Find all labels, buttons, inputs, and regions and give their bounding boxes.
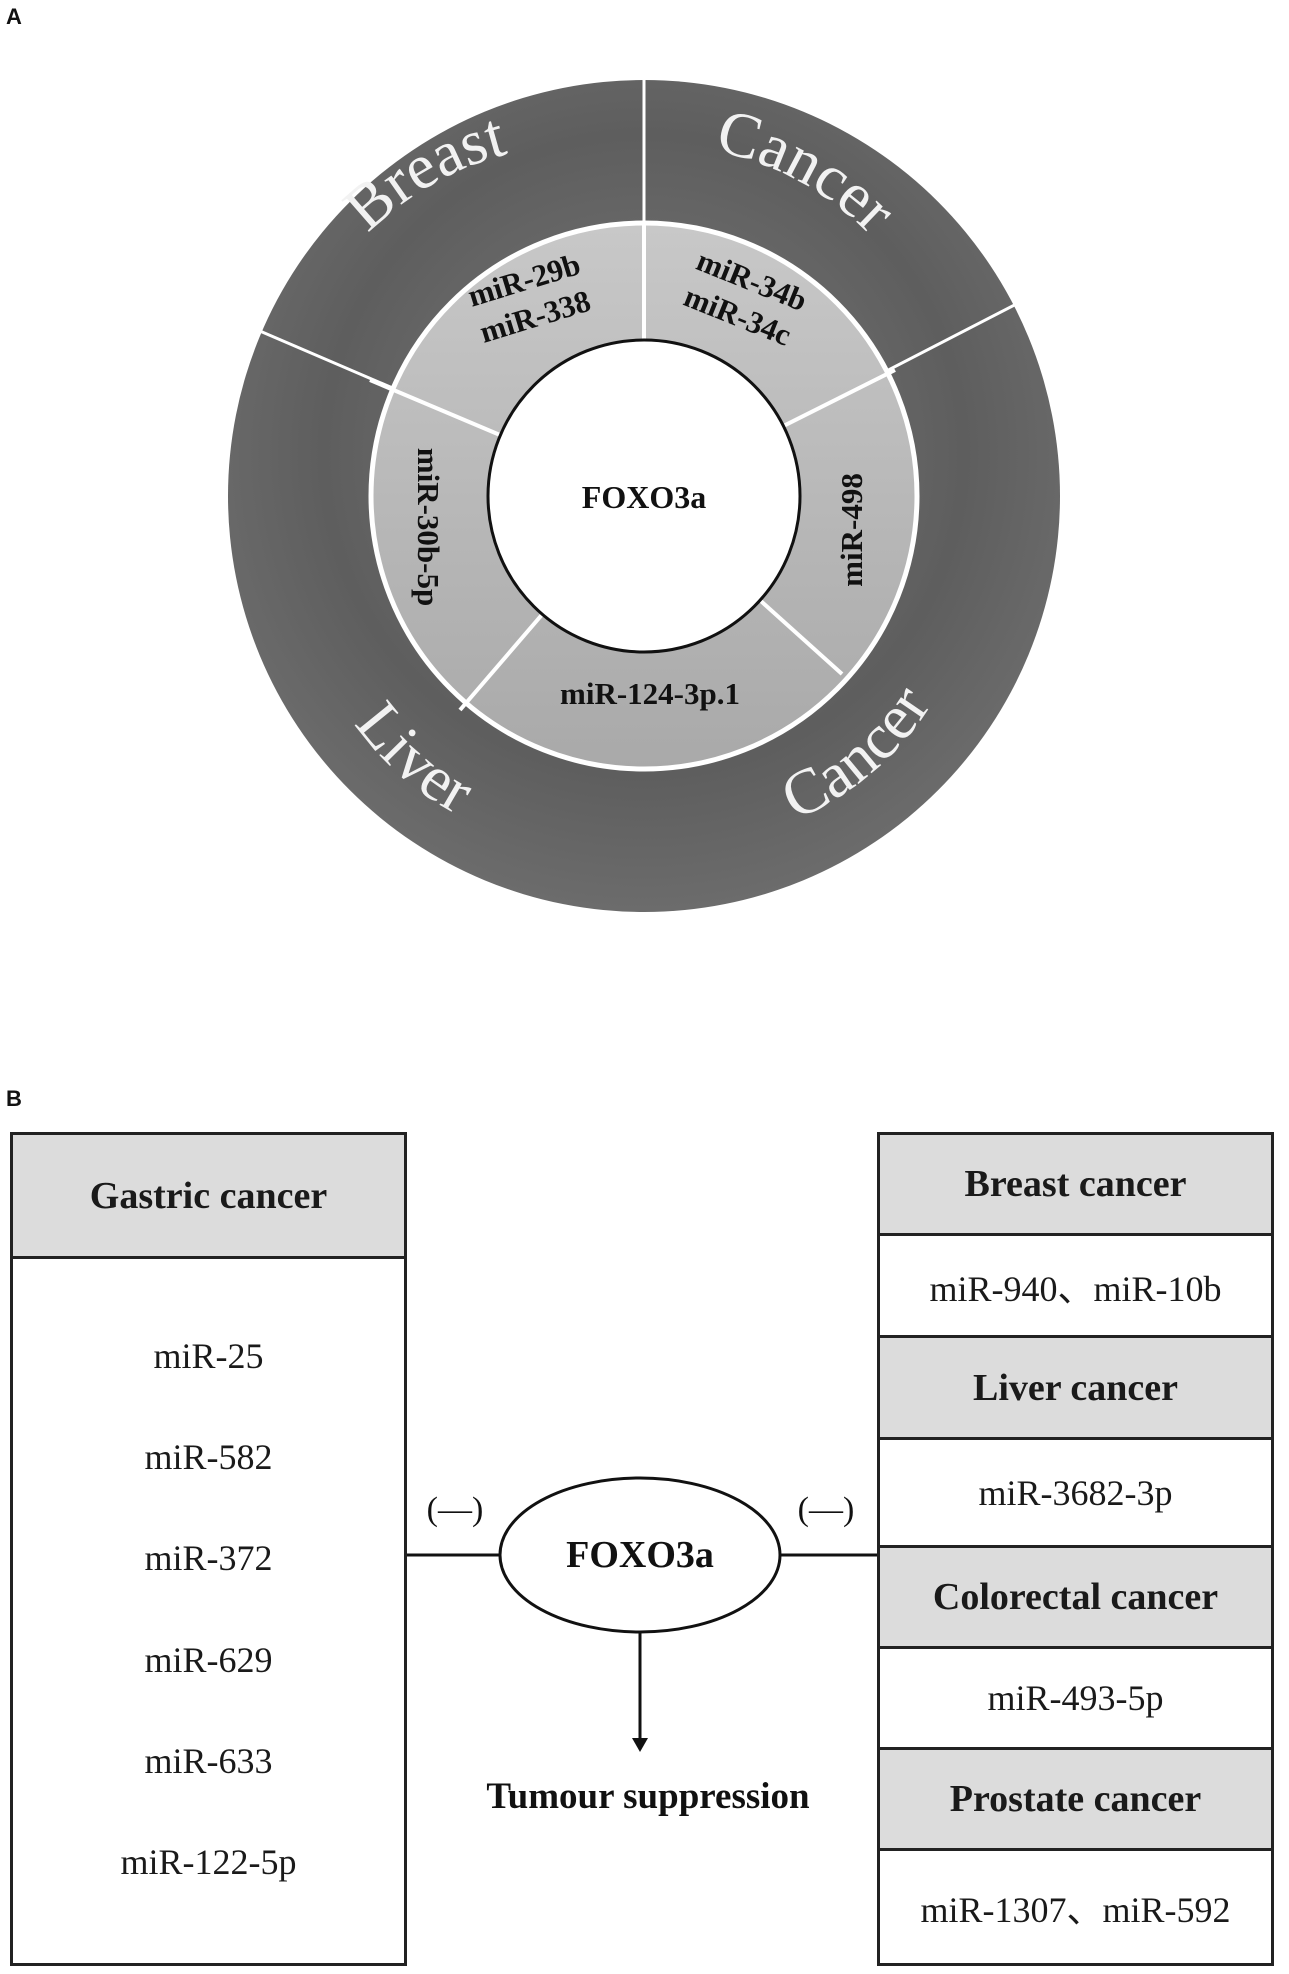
tumour-suppression-label: Tumour suppression [486, 1776, 810, 1817]
gastric-item: miR-25 [153, 1336, 264, 1376]
panel-a-label: A [6, 4, 22, 29]
breast-cancer-title: Breast cancer [877, 1132, 1274, 1236]
gastric-item: miR-122-5p [120, 1842, 297, 1882]
center-label: FOXO3a [582, 479, 706, 515]
down-arrow-head [632, 1738, 648, 1752]
prostate-cancer-mirnas: miR-1307、miR-592 [877, 1848, 1274, 1966]
center-circle [486, 338, 802, 654]
panel-b-label: B [6, 1086, 22, 1111]
foxo3a-ellipse [498, 1476, 782, 1634]
segment-left-label: miR-30b-5p [411, 448, 446, 606]
colorectal-cancer-title: Colorectal cancer [877, 1545, 1274, 1649]
left-inhibition-sign: (—) [427, 1491, 484, 1528]
gastric-cancer-box: Gastric cancer miR-25 miR-582 miR-372 mi… [10, 1132, 407, 1966]
foxo3a-label: FOXO3a [566, 1534, 714, 1576]
segment-left: miR-30b-5p [411, 448, 446, 606]
gastric-item: miR-629 [144, 1640, 273, 1680]
gastric-item: miR-372 [144, 1538, 273, 1578]
right-inhibition-sign: (—) [798, 1491, 855, 1528]
segment-bottom-label: miR-124-3p.1 [560, 676, 740, 711]
liver-cancer-mirnas: miR-3682-3p [877, 1437, 1274, 1548]
panel-a-donut-diagram: FOXO3a Breast Cancer Liver Cancer miR-29… [224, 80, 1060, 912]
colorectal-cancer-mirnas: miR-493-5p [877, 1646, 1274, 1750]
segment-right-label: miR-498 [834, 473, 869, 587]
prostate-cancer-title: Prostate cancer [877, 1747, 1274, 1851]
segment-right: miR-498 [834, 473, 869, 587]
liver-cancer-title: Liver cancer [877, 1335, 1274, 1440]
gastric-item: miR-633 [144, 1741, 273, 1781]
gastric-item: miR-582 [144, 1437, 273, 1477]
gastric-cancer-title: Gastric cancer [10, 1132, 407, 1259]
breast-cancer-mirnas: miR-940、miR-10b [877, 1233, 1274, 1338]
